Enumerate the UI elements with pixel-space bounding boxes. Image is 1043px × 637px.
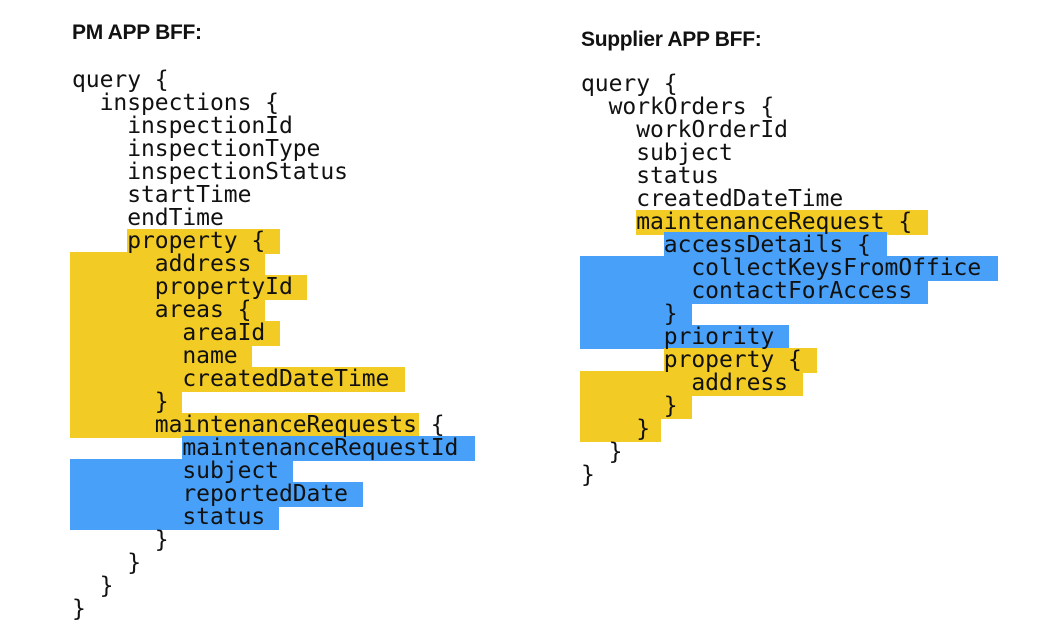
code-line: } xyxy=(581,416,650,442)
status-highlight xyxy=(182,505,279,530)
code-line: maintenanceRequestId xyxy=(72,435,459,461)
collectkeys-highlight xyxy=(692,256,998,281)
code-line: createdDateTime xyxy=(581,186,844,212)
areas-highlight xyxy=(182,298,265,323)
code-line: areaId xyxy=(72,320,266,346)
property-block-highlight xyxy=(580,371,692,419)
name-highlight xyxy=(182,344,252,369)
code-line: name xyxy=(72,343,238,369)
code-line: inspectionId xyxy=(72,113,293,139)
code-line: workOrders { xyxy=(581,94,775,120)
maintenance-block-highlight xyxy=(70,459,182,530)
code-line: address xyxy=(581,370,788,396)
code-line: } xyxy=(581,462,595,488)
createddatetime-highlight xyxy=(182,367,405,392)
code-line: } xyxy=(72,573,114,599)
code-line: } xyxy=(581,301,678,327)
code-line: accessDetails { xyxy=(581,232,871,258)
pm-app-bff-title: PM APP BFF: xyxy=(72,21,202,44)
closing-brace-highlight xyxy=(580,418,661,442)
address-highlight xyxy=(692,371,803,396)
code-line: createdDateTime xyxy=(72,366,390,392)
code-line: maintenanceRequest { xyxy=(581,209,913,235)
access-block-highlight xyxy=(580,256,692,349)
propertyid-highlight xyxy=(182,275,307,300)
code-line: propertyId xyxy=(72,274,293,300)
code-line: status xyxy=(72,504,266,530)
code-line: reportedDate xyxy=(72,481,348,507)
address-highlight xyxy=(182,252,265,277)
code-line: status xyxy=(581,163,719,189)
code-line: maintenanceRequests { xyxy=(72,412,445,438)
maintenancerequest-highlight xyxy=(636,210,928,235)
accessdetails-highlight xyxy=(664,232,887,257)
code-line: inspectionStatus xyxy=(72,159,348,185)
priority-highlight xyxy=(692,325,789,349)
areaid-highlight xyxy=(182,321,280,346)
code-line: inspectionType xyxy=(72,136,321,162)
code-line: } xyxy=(581,393,678,419)
maintenancerequests-highlight xyxy=(182,413,419,438)
code-line: workOrderId xyxy=(581,117,788,143)
property-highlight xyxy=(664,348,817,373)
code-line: } xyxy=(72,527,169,553)
code-line: } xyxy=(72,596,86,622)
property-block-highlight xyxy=(70,252,182,438)
code-line: address xyxy=(72,251,252,277)
code-line: subject xyxy=(72,458,279,484)
code-line: inspections { xyxy=(72,90,279,116)
code-line: areas { xyxy=(72,297,252,323)
code-line: contactForAccess xyxy=(581,278,913,304)
subject-highlight xyxy=(182,459,293,484)
reporteddate-highlight xyxy=(182,482,363,507)
code-line: property { xyxy=(581,347,802,373)
property-highlight xyxy=(127,229,280,254)
code-line: subject xyxy=(581,140,733,166)
code-line: priority xyxy=(581,324,775,350)
code-line: } xyxy=(72,550,141,576)
code-line: } xyxy=(72,389,169,415)
code-line: property { xyxy=(72,228,266,254)
supplier-app-bff-title: Supplier APP BFF: xyxy=(581,28,762,51)
code-line: startTime xyxy=(72,182,252,208)
code-line: query { xyxy=(72,67,169,93)
contactforaccess-highlight xyxy=(692,279,928,304)
maintenancerequestid-highlight xyxy=(182,436,475,461)
code-line: endTime xyxy=(72,205,224,231)
code-line: query { xyxy=(581,71,678,97)
code-line: } xyxy=(581,439,623,465)
code-line: collectKeysFromOffice xyxy=(581,255,982,281)
